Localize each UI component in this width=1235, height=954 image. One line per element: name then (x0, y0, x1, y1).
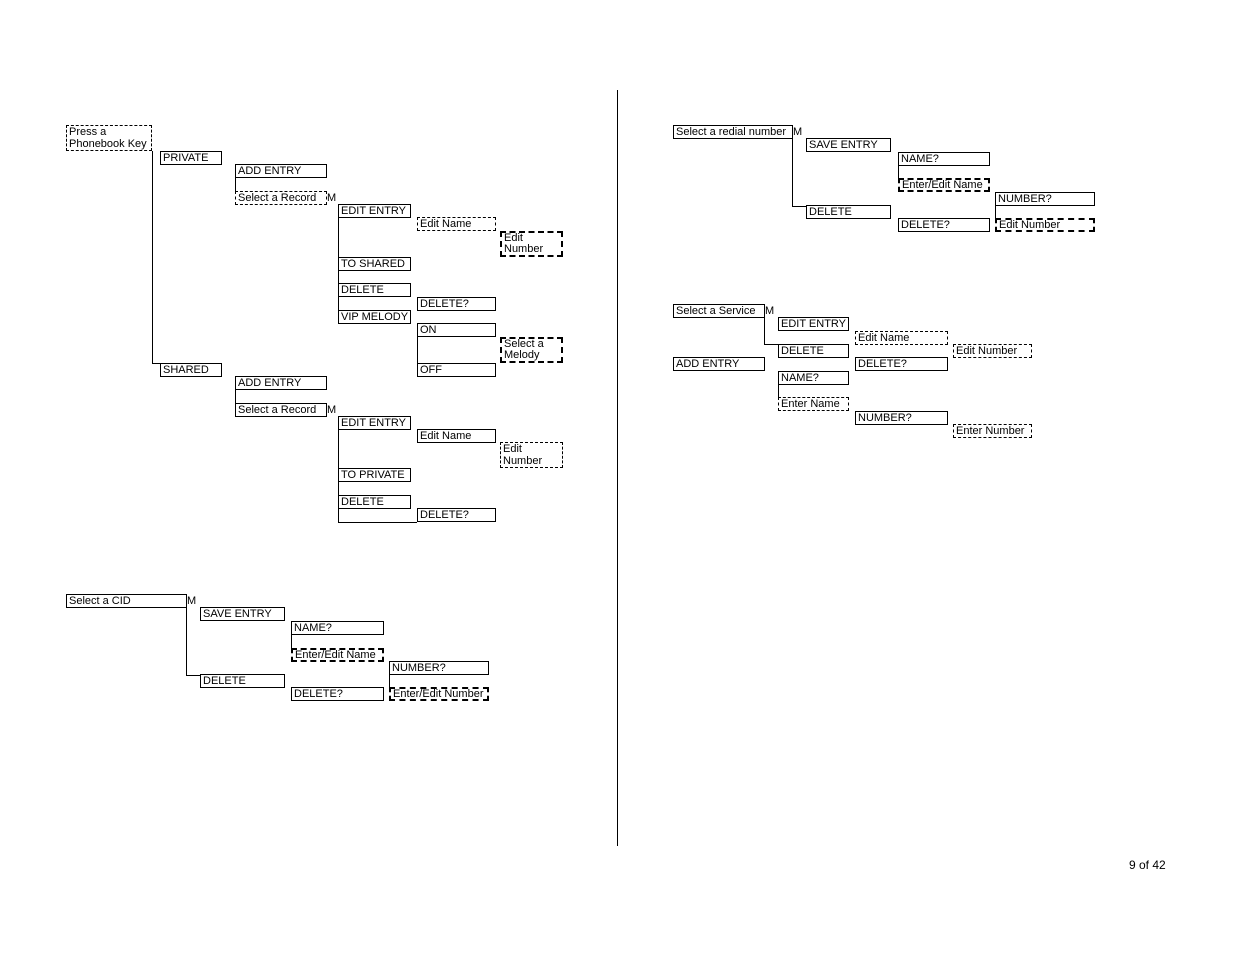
to-shared-node: TO SHARED (338, 257, 411, 271)
edit-name-node: Edit Name (855, 331, 948, 345)
page-number: 9 of 42 (1129, 858, 1166, 872)
connector-line (291, 635, 292, 649)
delete-node: DELETE (806, 205, 891, 219)
on-node: ON (417, 323, 496, 337)
enter-name-node: Enter Name (778, 397, 849, 411)
connector-line (152, 151, 153, 363)
page-divider (617, 90, 618, 846)
connector-line (778, 385, 779, 397)
name-prompt-node: NAME? (898, 152, 990, 166)
press-phonebook-key-node: Press a Phonebook Key (66, 125, 152, 151)
connector-line (764, 318, 765, 344)
delete-confirm-node: DELETE? (417, 297, 496, 311)
delete-confirm-node: DELETE? (898, 218, 990, 232)
connector-line (792, 206, 806, 207)
m-marker: M (327, 404, 337, 416)
connector-line (235, 165, 236, 191)
select-record-node: Select a Record (235, 191, 327, 205)
add-entry-node: ADD ENTRY (235, 376, 327, 390)
delete-node: DELETE (200, 674, 285, 688)
enter-edit-name-node: Enter/Edit Name (898, 178, 990, 192)
shared-node: SHARED (160, 363, 222, 377)
m-marker: M (327, 192, 337, 204)
select-redial-node: Select a redial number (673, 125, 793, 139)
delete-node: DELETE (778, 344, 849, 358)
delete-node: DELETE (338, 495, 411, 509)
select-service-node: Select a Service (673, 304, 765, 318)
connector-line (152, 363, 160, 364)
edit-number-node: Edit Number (500, 231, 563, 257)
save-entry-node: SAVE ENTRY (200, 607, 285, 621)
off-node: OFF (417, 363, 496, 377)
connector-line (186, 675, 200, 676)
name-prompt-node: NAME? (291, 621, 384, 635)
add-entry-node: ADD ENTRY (673, 357, 765, 371)
enter-edit-number-node: Enter/Edit Number (389, 687, 489, 701)
to-private-node: TO PRIVATE (338, 468, 411, 482)
m-marker: M (765, 305, 775, 317)
add-entry-node: ADD ENTRY (235, 164, 327, 178)
connector-line (764, 344, 778, 345)
edit-number-node: Edit Number (500, 442, 563, 468)
edit-entry-node: EDIT ENTRY (338, 204, 411, 218)
select-cid-node: Select a CID (66, 594, 187, 608)
connector-line (389, 675, 390, 688)
connector-line (995, 206, 996, 219)
delete-node: DELETE (338, 283, 411, 297)
number-prompt-node: NUMBER? (995, 192, 1095, 206)
number-prompt-node: NUMBER? (855, 411, 948, 425)
edit-number-node: Edit Number (953, 344, 1032, 358)
connector-line (186, 608, 187, 675)
name-prompt-node: NAME? (778, 371, 849, 385)
edit-entry-node: EDIT ENTRY (778, 317, 849, 331)
edit-name-node: Edit Name (417, 429, 496, 443)
delete-confirm-node: DELETE? (291, 687, 384, 701)
connector-line (898, 166, 899, 180)
edit-entry-node: EDIT ENTRY (338, 416, 411, 430)
select-melody-node: Select a Melody (500, 337, 563, 363)
connector-line (338, 522, 417, 523)
m-marker: M (793, 126, 803, 138)
private-node: PRIVATE (160, 151, 222, 165)
vip-melody-node: VIP MELODY (338, 310, 411, 324)
delete-confirm-node: DELETE? (855, 357, 948, 371)
m-marker: M (187, 595, 197, 607)
connector-line (417, 337, 418, 363)
connector-line (235, 377, 236, 403)
number-prompt-node: NUMBER? (389, 661, 489, 675)
enter-number-node: Enter Number (953, 424, 1032, 438)
connector-line (792, 139, 793, 206)
edit-name-node: Edit Name (417, 217, 496, 231)
edit-number-node: Edit Number (995, 218, 1095, 232)
delete-confirm-node: DELETE? (417, 508, 496, 522)
select-record-node: Select a Record (235, 403, 327, 417)
save-entry-node: SAVE ENTRY (806, 138, 891, 152)
enter-edit-name-node: Enter/Edit Name (291, 648, 384, 662)
